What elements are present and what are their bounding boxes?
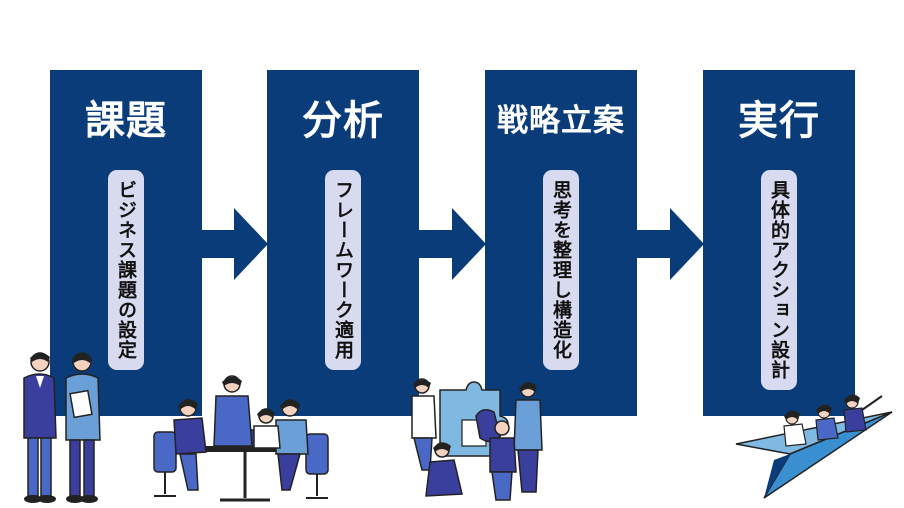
step-title-3: 戦略立案 [497,103,625,139]
step-description-pill-2: フレームワーク適用 [325,170,361,370]
step-title-1: 課題 [85,98,167,144]
step-description-pill-1: ビジネス課題の設定 [108,170,144,370]
step-description-3: 思考を整理し構造化 [550,180,572,360]
right-arrow-icon [636,208,704,280]
step-description-pill-4: 具体的アクション設計 [761,170,797,390]
puzzle-team-illustration [411,378,543,501]
step-box-2: 分析 フレームワーク適用 [267,70,419,416]
step-description-2: フレームワーク適用 [332,180,354,360]
right-arrow-icon [200,208,268,280]
step-description-1: ビジネス課題の設定 [115,180,137,360]
step-box-4: 実行 具体的アクション設計 [703,70,855,416]
step-box-3: 戦略立案 思考を整理し構造化 [485,70,637,416]
step-description-pill-3: 思考を整理し構造化 [543,170,579,370]
meeting-team-illustration [153,375,329,502]
step-title-2: 分析 [302,98,384,144]
step-title-4: 実行 [738,98,820,144]
step-description-4: 具体的アクション設計 [768,180,790,380]
paper-plane-team-illustration [735,394,893,499]
right-arrow-icon [418,208,486,280]
business-people-illustration [23,352,101,503]
